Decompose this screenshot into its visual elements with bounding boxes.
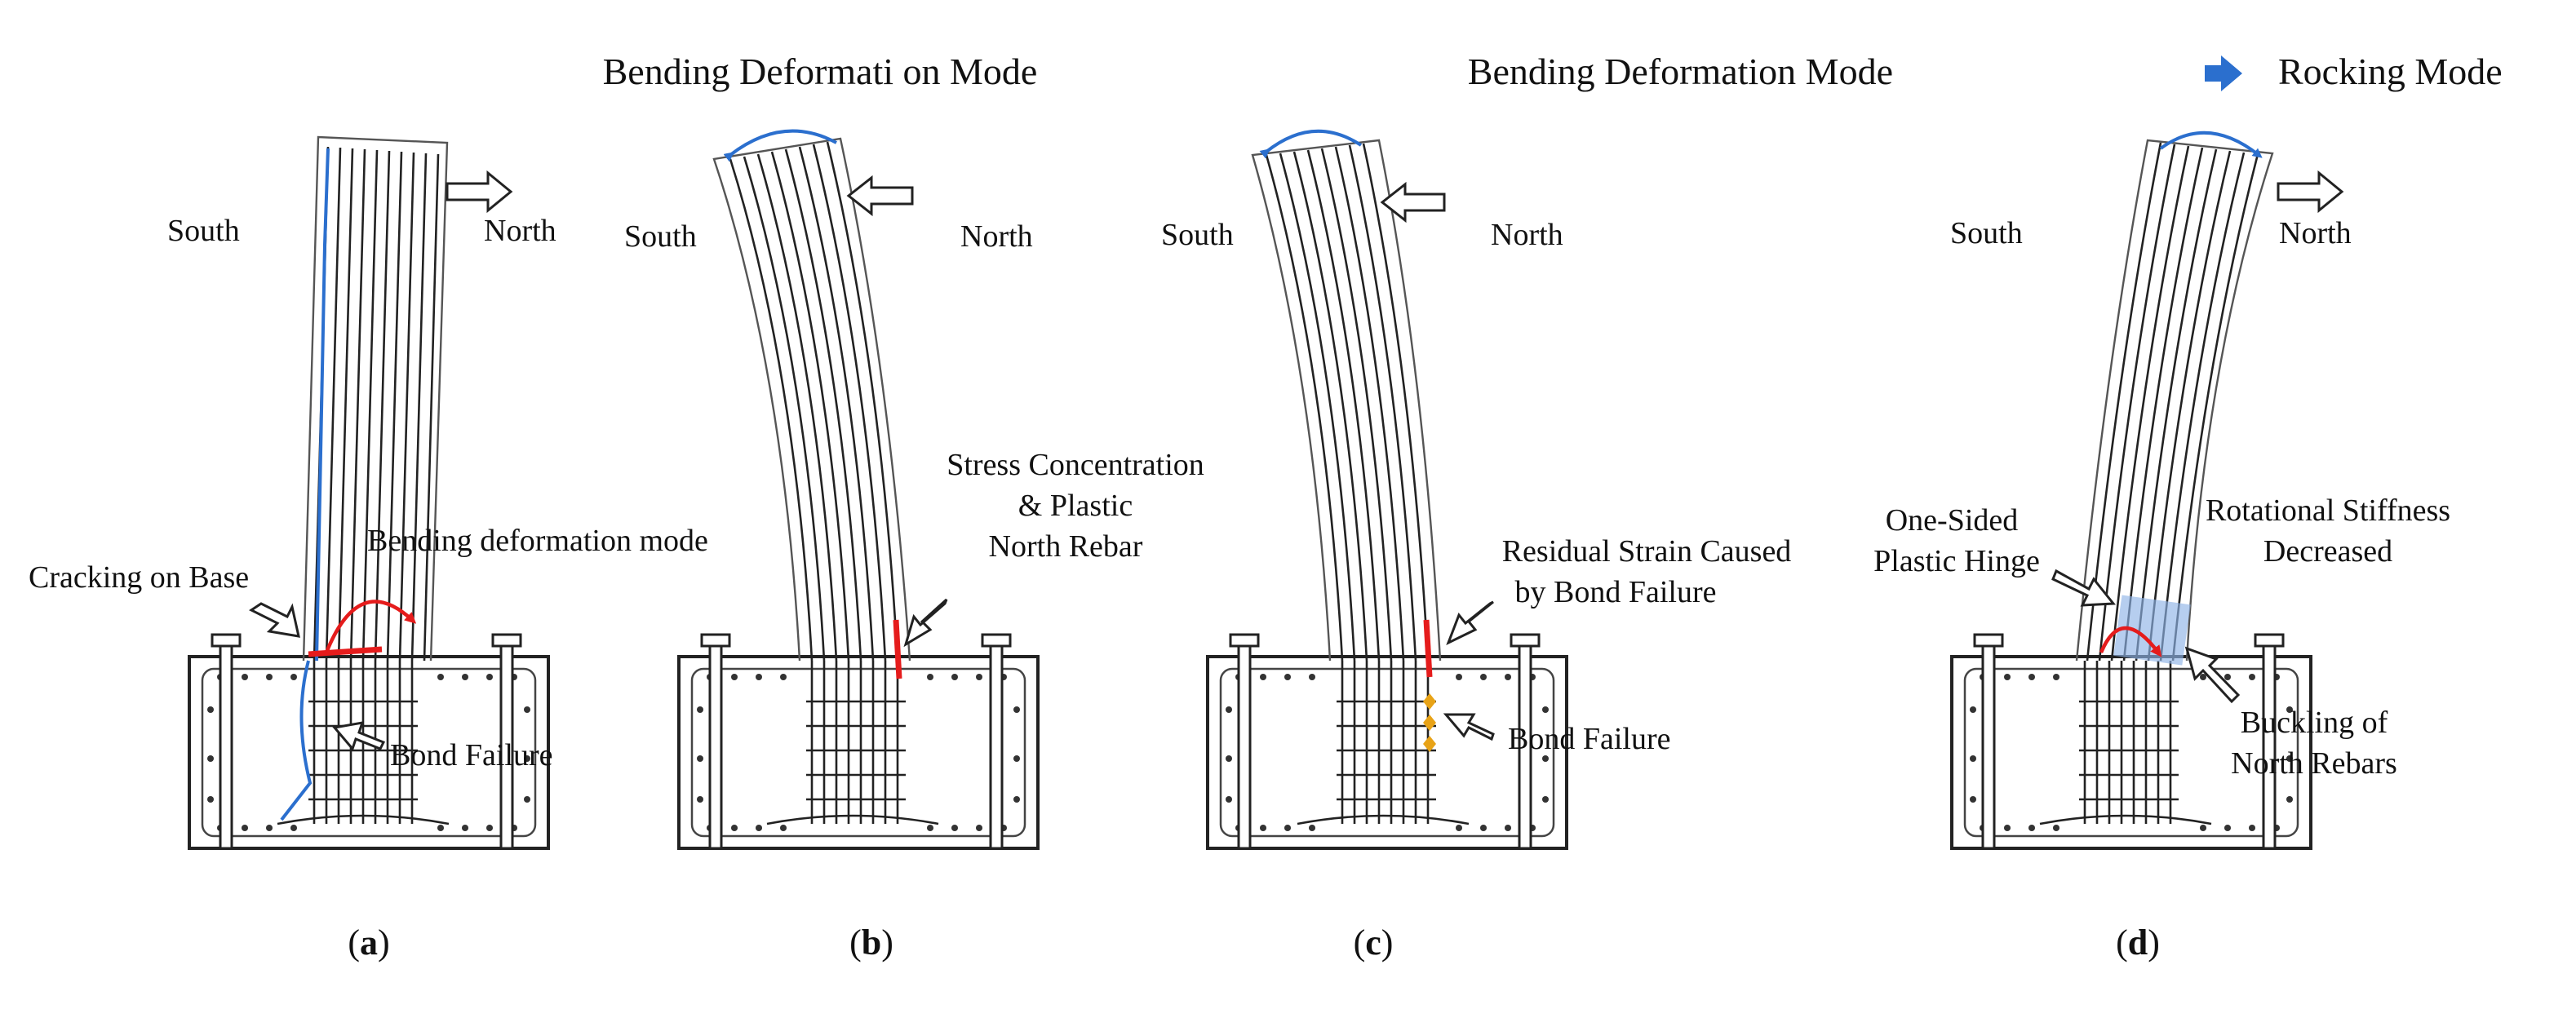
south-load-arrow — [846, 175, 914, 217]
bond-pointer-arrow — [1443, 713, 1495, 741]
panel-b: South North Stress Concentration & Plast… — [624, 129, 1204, 963]
column-rebar-cage — [1251, 139, 1442, 662]
annotation-stress-line3: North Rebar — [989, 529, 1143, 564]
annotation-stress-line2: & Plastic — [1018, 489, 1133, 523]
south-rebar-highlight — [315, 148, 330, 662]
annotation-buckling-line1: Buckling of — [2241, 706, 2388, 740]
embedded-rebar-cage — [766, 661, 939, 825]
panel-label-c: (c) — [1354, 923, 1394, 963]
header-bending-mode-right: Bending Deformation Mode — [1468, 51, 1893, 92]
hinge-rotation-arrow — [2099, 626, 2162, 657]
bending-rotation-arrow — [324, 600, 417, 653]
plastic-hinge-zone — [2113, 595, 2191, 666]
annotation-rotational-line2: Decreased — [2263, 534, 2392, 569]
annotation-bending: Bending deformation mode — [367, 524, 708, 558]
label-north: North — [960, 219, 1033, 254]
top-rotation-arrow — [2159, 131, 2263, 158]
label-north: North — [1491, 218, 1563, 252]
residual-strain-marker — [1423, 619, 1433, 678]
panel-d: South North One-Sided Plastic Hinge Rota… — [1873, 131, 2450, 963]
residual-pointer-arrow — [1446, 600, 1494, 646]
hinge-pointer-arrow — [2051, 569, 2116, 607]
annotation-residual-line2: by Bond Failure — [1515, 575, 1717, 609]
base-crack-line — [280, 660, 313, 821]
south-load-arrow — [1380, 181, 1446, 223]
embedded-rebar-cage — [2039, 661, 2212, 825]
panel-label-b: (b) — [849, 923, 893, 963]
bond-pointer-arrow — [332, 721, 386, 752]
north-load-arrow — [2277, 170, 2344, 214]
panel-a: South North Cracking on Base Bending def… — [29, 135, 708, 963]
base-crack-marker — [308, 646, 383, 657]
header-rocking-mode: Rocking Mode — [2278, 51, 2503, 92]
panel-label-d: (d) — [2116, 923, 2160, 963]
label-south: South — [624, 219, 697, 254]
label-south: South — [1950, 216, 2023, 250]
stress-pointer-arrow — [903, 598, 948, 648]
bond-failure-markers — [1423, 693, 1436, 752]
annotation-cracking: Cracking on Base — [29, 560, 249, 595]
column-rebar-cage — [2075, 139, 2274, 662]
annotation-rotational-line1: Rotational Stiffness — [2206, 493, 2450, 528]
annotation-stress-line1: Stress Concentration — [947, 448, 1204, 482]
annotation-residual-line1: Residual Strain Caused — [1502, 534, 1792, 569]
panel-label-a: (a) — [348, 923, 389, 963]
label-south: South — [1161, 218, 1234, 252]
column-rebar-cage — [712, 137, 911, 662]
label-north: North — [2279, 216, 2352, 250]
cracking-pointer-arrow — [249, 602, 300, 638]
header-bending-mode: Bending Deformati on Mode — [603, 51, 1038, 92]
annotation-bond: Bond Failure — [1508, 722, 1670, 756]
north-load-arrow — [446, 170, 513, 214]
label-north: North — [484, 214, 556, 248]
transition-arrow-icon — [2205, 55, 2242, 91]
annotation-bond: Bond Failure — [390, 738, 552, 772]
annotation-hinge-line1: One-Sided — [1886, 503, 2019, 538]
panel-c: South North Residual Strain Caused by Bo… — [1161, 129, 1792, 963]
top-rotation-arrow — [723, 129, 837, 162]
buckling-pointer-arrow — [2184, 646, 2241, 704]
plastic-rebar-marker — [893, 619, 902, 679]
top-rotation-arrow — [1259, 129, 1363, 159]
annotation-hinge-line2: Plastic Hinge — [1873, 544, 2040, 578]
label-south: South — [167, 214, 240, 248]
annotation-buckling-line2: North Rebars — [2231, 746, 2397, 781]
